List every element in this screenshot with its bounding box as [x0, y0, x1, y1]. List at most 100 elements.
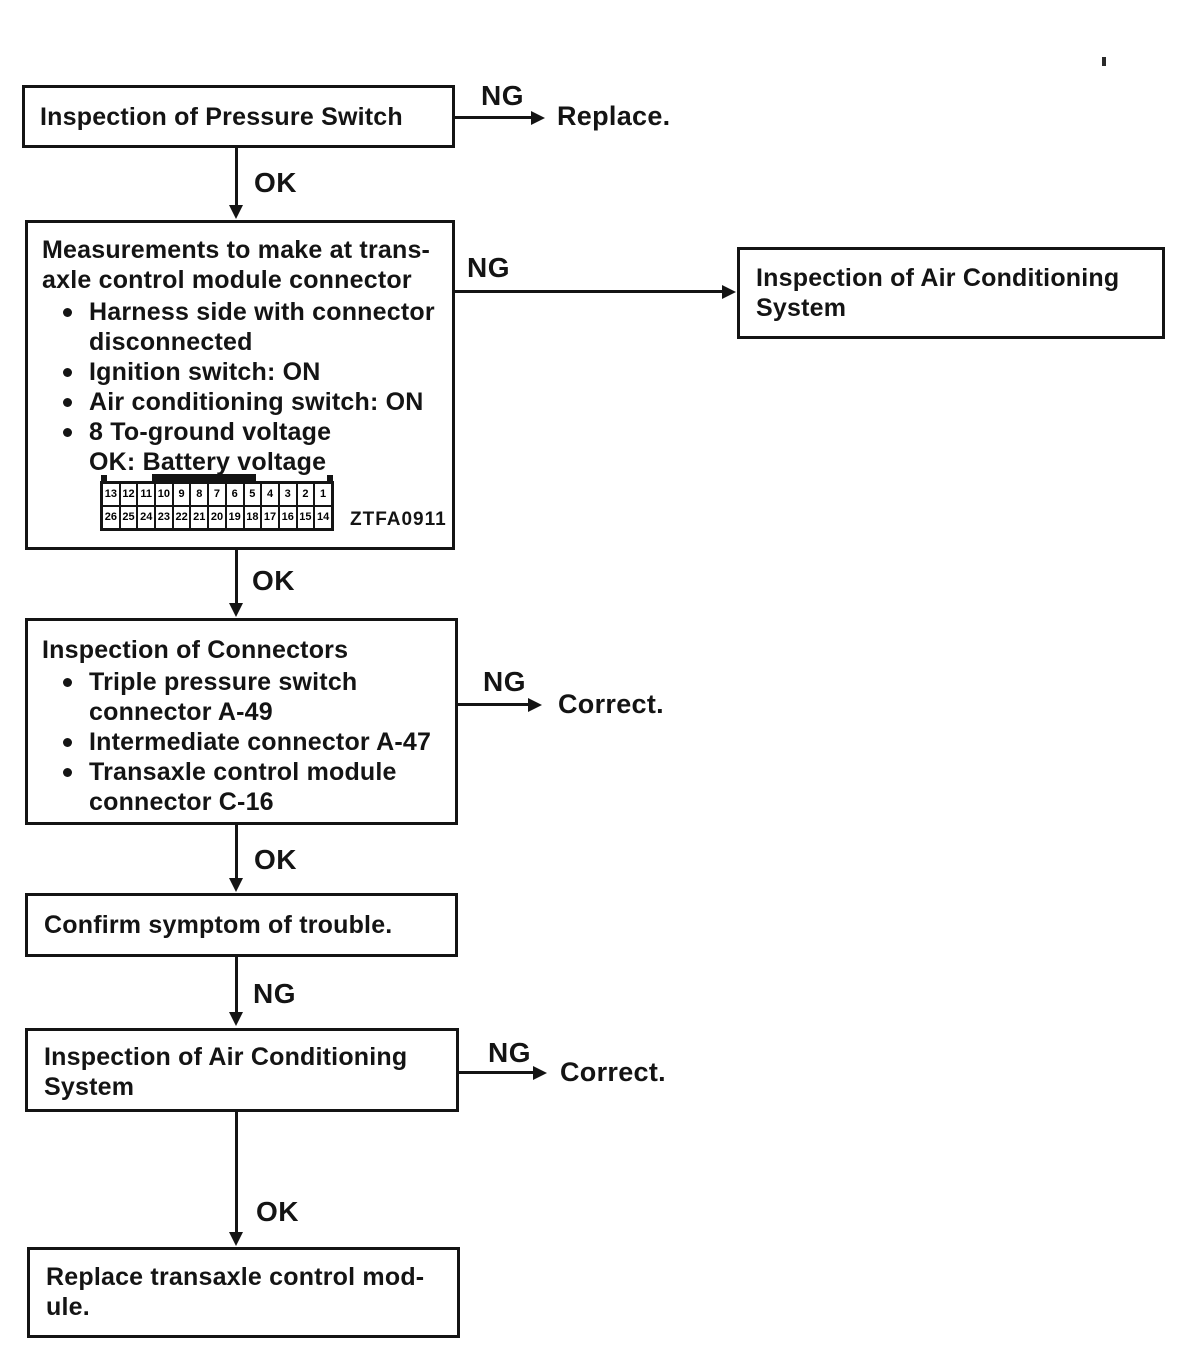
connector-pin: 11 [138, 484, 155, 505]
ok-arrow-line-1 [235, 148, 238, 207]
ng-arrow-line-2 [455, 290, 725, 293]
connector-pin: 13 [103, 484, 119, 505]
list-item: 8 To-ground voltage OK: Battery voltage [42, 417, 444, 477]
connector-pin: 14 [315, 507, 331, 528]
node-label: Inspection of Air Conditioning System [44, 1043, 408, 1101]
connector-pin: 24 [138, 507, 155, 528]
ok-label-2: OK [252, 565, 295, 596]
connector-pin: 21 [191, 507, 208, 528]
ng-label-3: NG [483, 666, 526, 697]
node-confirm-symptom: Confirm symptom of trouble. [25, 893, 458, 957]
connector-pin: 19 [226, 507, 243, 528]
list-item: Intermediate connector A-47 [42, 727, 449, 757]
bullet-icon [63, 678, 72, 687]
ng-arrowhead-1 [531, 111, 545, 125]
bullet-text: Transaxle control module connector C-16 [89, 758, 397, 816]
ng-arrow-line-1 [455, 116, 533, 119]
connector-latch-icon [152, 474, 256, 481]
list-item: Harness side with connector disconnected [42, 297, 444, 357]
node-inspection-connectors: Inspection of Connectors Triple pressure… [25, 618, 458, 825]
ok-arrowhead-3 [229, 878, 243, 892]
bullet-text: 8 To-ground voltage OK: Battery voltage [89, 418, 332, 476]
connector-ear-icon [101, 475, 107, 481]
list-item: Transaxle control module connector C-16 [42, 757, 449, 817]
ok-arrow-line-3 [235, 825, 238, 880]
connector-pin: 5 [244, 484, 261, 505]
ok-arrowhead-1 [229, 205, 243, 219]
connector-pin: 26 [103, 507, 119, 528]
node-ac-system: Inspection of Air Conditioning System [25, 1028, 459, 1112]
node-label: Confirm symptom of trouble. [44, 911, 393, 939]
ng-label-1: NG [481, 80, 524, 111]
terminal-correct-connectors: Correct. [558, 689, 664, 719]
node-measurements: Measurements to make at trans- axle cont… [25, 220, 455, 550]
connector-pin: 7 [209, 484, 225, 505]
bullet-icon [63, 398, 72, 407]
ng-label-5: NG [488, 1037, 531, 1068]
connector-pin: 17 [262, 507, 278, 528]
connector-pin: 8 [191, 484, 208, 505]
scan-artifact [1102, 57, 1106, 66]
node-replace-module: Replace transaxle control mod- ule. [27, 1247, 460, 1338]
bullet-text: Ignition switch: ON [89, 358, 321, 386]
bullet-icon [63, 738, 72, 747]
connector-pin: 20 [209, 507, 225, 528]
list-item: Triple pressure switch connector A-49 [42, 667, 449, 727]
node-inspection-pressure-switch: Inspection of Pressure Switch [22, 85, 455, 148]
ok-label-4: OK [256, 1196, 299, 1227]
bullet-text: Harness side with connector disconnected [89, 298, 435, 356]
connector-pin: 12 [120, 484, 137, 505]
node-title: Measurements to make at trans- axle cont… [42, 236, 431, 294]
connector-pin: 3 [279, 484, 296, 505]
bullet-text: Intermediate connector A-47 [89, 728, 432, 756]
ok-label-1: OK [254, 167, 297, 198]
connector-pin: 22 [173, 507, 190, 528]
connector-housing-top [100, 473, 334, 481]
ng-arrow-line-5 [459, 1071, 536, 1074]
connector-pin: 2 [297, 484, 314, 505]
ok-label-3: OK [254, 844, 297, 875]
bullet-icon [63, 368, 72, 377]
list-item: Air conditioning switch: ON [42, 387, 444, 417]
connector-pin: 15 [297, 507, 314, 528]
bullet-text: Air conditioning switch: ON [89, 388, 424, 416]
bullet-text: Triple pressure switch connector A-49 [89, 668, 358, 726]
connector-pin: 9 [173, 484, 190, 505]
ng-arrowhead-3 [528, 698, 542, 712]
connector-pin: 10 [156, 484, 172, 505]
measurements-bullet-list: Harness side with connector disconnected… [42, 297, 444, 477]
connector-pin: 4 [262, 484, 278, 505]
ok-arrowhead-2 [229, 603, 243, 617]
bullet-icon [63, 308, 72, 317]
connector-pin: 1 [315, 484, 331, 505]
ng-arrowhead-4 [229, 1012, 243, 1026]
figure-code: ZTFA0911 [350, 509, 447, 530]
list-item: Ignition switch: ON [42, 357, 444, 387]
bullet-icon [63, 768, 72, 777]
node-label: Inspection of Air Conditioning System [756, 264, 1120, 322]
ng-arrow-line-3 [458, 703, 531, 706]
node-label: Inspection of Pressure Switch [40, 102, 403, 131]
connector-pin: 6 [226, 484, 243, 505]
ng-label-2: NG [467, 252, 510, 283]
node-title: Inspection of Connectors [42, 636, 349, 664]
ok-arrowhead-4 [229, 1232, 243, 1246]
bullet-icon [63, 428, 72, 437]
connectors-bullet-list: Triple pressure switch connector A-49 In… [42, 667, 449, 817]
terminal-correct-ac: Correct. [560, 1057, 666, 1087]
connector-pin: 23 [156, 507, 172, 528]
node-label: Replace transaxle control mod- ule. [46, 1263, 425, 1321]
ng-arrowhead-2 [722, 285, 736, 299]
terminal-replace: Replace. [557, 101, 671, 131]
connector-pin: 25 [120, 507, 137, 528]
ng-arrow-line-4 [235, 957, 238, 1014]
ok-arrow-line-2 [235, 550, 238, 605]
ok-arrow-line-4 [235, 1112, 238, 1234]
ng-label-4: NG [253, 978, 296, 1009]
ng-arrowhead-5 [533, 1066, 547, 1080]
